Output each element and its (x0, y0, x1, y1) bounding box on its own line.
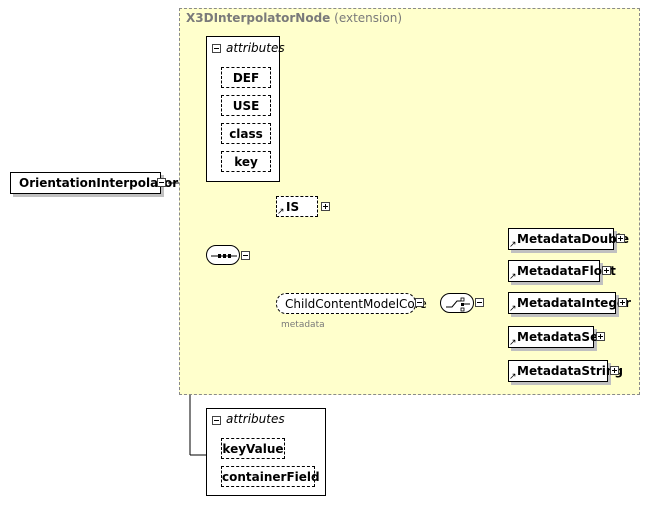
is-element[interactable]: IS (276, 196, 318, 217)
root-element[interactable]: OrientationInterpolator (10, 172, 178, 194)
reference-arrow-icon: ↗ (509, 240, 517, 250)
choice-compositor[interactable] (440, 293, 474, 313)
attribute-key[interactable]: key (221, 151, 271, 172)
metadata-integer-element[interactable]: MetadataInteger (508, 292, 631, 314)
expand-metadata-float-icon[interactable] (602, 266, 611, 275)
expand-is-icon[interactable] (321, 202, 330, 211)
attribute-class[interactable]: class (221, 123, 271, 144)
collapse-attributes-icon[interactable] (212, 44, 221, 53)
attribute-key-value[interactable]: keyValue (221, 438, 285, 459)
group-sublabel: metadata (281, 320, 325, 330)
sequence-compositor[interactable] (206, 245, 240, 265)
metadata-float-element[interactable]: MetadataFloat (508, 260, 616, 282)
reference-arrow-icon: ↗ (509, 372, 517, 382)
root-element-label: OrientationInterpolator (19, 176, 179, 190)
collapse-group-icon[interactable] (415, 298, 424, 307)
attribute-container-field[interactable]: containerField (221, 466, 320, 487)
metadata-double-label: MetadataDouble (517, 232, 630, 246)
own-attributes-heading: attributes (226, 412, 285, 426)
reference-arrow-icon: ↗ (277, 207, 285, 217)
metadata-float-label: MetadataFloat (517, 264, 616, 278)
metadata-set-label: MetadataSet (517, 330, 604, 344)
expand-metadata-set-icon[interactable] (596, 332, 605, 341)
expand-metadata-integer-icon[interactable] (618, 298, 627, 307)
choice-icon (446, 297, 470, 312)
collapse-sequence-icon[interactable] (241, 251, 250, 260)
attribute-use[interactable]: USE (221, 95, 271, 116)
collapse-root-icon[interactable] (157, 178, 166, 187)
expand-metadata-string-icon[interactable] (610, 366, 619, 375)
collapse-own-attributes-icon[interactable] (212, 416, 221, 425)
extension-title: X3DInterpolatorNode (extension) (186, 11, 402, 25)
group-label: ChildContentModelCore (285, 297, 427, 311)
metadata-integer-label: MetadataInteger (517, 296, 631, 310)
sequence-icon (211, 254, 237, 258)
reference-arrow-icon: ↗ (509, 272, 517, 282)
metadata-string-label: MetadataString (517, 364, 623, 378)
reference-arrow-icon: ↗ (509, 304, 517, 314)
metadata-string-element[interactable]: MetadataString (508, 360, 623, 382)
reference-arrow-icon: ↗ (509, 338, 517, 348)
is-element-label: IS (286, 200, 300, 214)
expand-metadata-double-icon[interactable] (616, 234, 625, 243)
extension-name: X3DInterpolatorNode (186, 11, 331, 25)
metadata-double-element[interactable]: MetadataDouble (508, 228, 629, 250)
child-content-model-core-group[interactable]: ChildContentModelCore (276, 293, 427, 314)
metadata-set-element[interactable]: MetadataSet (508, 326, 604, 348)
attribute-def[interactable]: DEF (221, 67, 271, 88)
inherited-attributes-heading: attributes (226, 41, 285, 55)
extension-suffix: (extension) (330, 11, 403, 25)
collapse-choice-icon[interactable] (475, 298, 484, 307)
